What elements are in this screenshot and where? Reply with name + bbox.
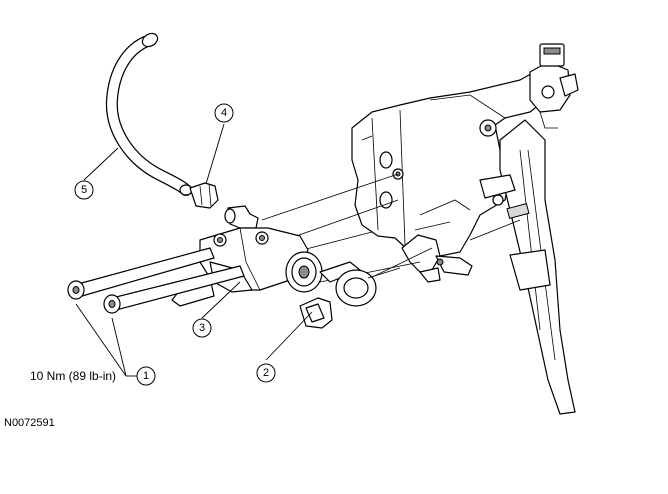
callout-2-number: 2 bbox=[263, 367, 269, 379]
master-cylinder-pushrod bbox=[319, 261, 401, 307]
callout-3-number: 3 bbox=[199, 322, 205, 334]
callout-4: 4 bbox=[214, 103, 234, 123]
callout-3: 3 bbox=[192, 318, 212, 338]
torque-spec-label: 10 Nm (89 lb-in) bbox=[30, 369, 116, 383]
callout-5-number: 5 bbox=[81, 184, 87, 196]
clutch-master-cylinder bbox=[171, 227, 323, 307]
figure-id-label: N0072591 bbox=[4, 417, 55, 429]
callout-1: 1 bbox=[136, 366, 156, 386]
hose-fitting bbox=[224, 205, 259, 229]
hose-retaining-clip bbox=[189, 182, 219, 209]
leader-lines bbox=[75, 123, 313, 377]
hydraulic-hose bbox=[105, 32, 193, 196]
clutch-pedal-arm bbox=[479, 119, 576, 415]
pushrod-retaining-clip bbox=[299, 297, 333, 329]
position-sensor bbox=[401, 234, 473, 283]
callout-1-number: 1 bbox=[143, 370, 149, 382]
callout-4-number: 4 bbox=[221, 107, 227, 119]
pedal-switch bbox=[529, 43, 579, 129]
callout-5: 5 bbox=[74, 180, 94, 200]
mounting-bolts bbox=[67, 247, 245, 314]
callout-2: 2 bbox=[256, 363, 276, 383]
